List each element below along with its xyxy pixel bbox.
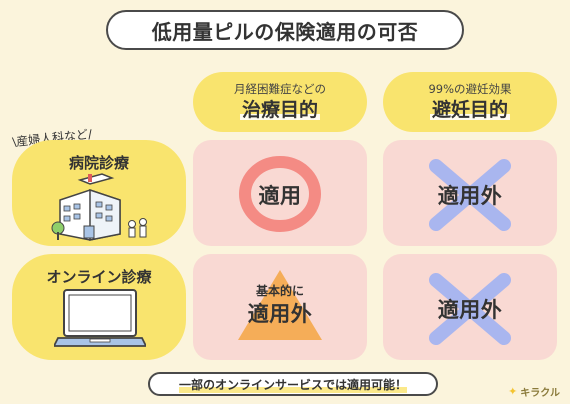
triangle-mark-icon [238,270,322,340]
star-icon: ✦ [508,385,518,398]
circle-mark-icon [239,156,321,232]
note-banner: 一部のオンラインサービスでは適用可能！ [148,372,438,396]
cross-mark-icon [429,159,511,231]
column-header-treatment: 月経困難症などの 治療目的 [193,72,367,132]
cell-hospital-treatment-text: 適用 [258,184,302,208]
column-header-contraception-main: 避妊目的 [431,99,508,121]
column-header-treatment-sub: 月経困難症などの [234,82,326,96]
page-title: 低用量ピルの保険適用の可否 [106,10,464,50]
row-header-online-label: オンライン診療 [46,268,152,286]
column-header-treatment-main: 治療目的 [241,99,318,121]
cell-online-treatment-text: 適用外 [247,302,313,326]
cross-mark-icon [429,273,511,345]
note-banner-text: 一部のオンラインサービスでは適用可能！ [178,377,407,392]
column-header-contraception-sub: 99%の避妊効果 [428,82,512,96]
row-header-hospital-label: 病院診療 [68,154,129,172]
column-header-contraception: 99%の避妊効果 避妊目的 [383,72,557,132]
cell-hospital-contraception-text: 適用外 [437,184,503,208]
hospital-building-icon [51,173,147,241]
page-title-text: 低用量ピルの保険適用の可否 [151,19,419,44]
brand-logo: ✦ キラクル [508,384,560,399]
cell-online-treatment-small: 基本的に [255,284,304,298]
laptop-icon [54,289,146,347]
brand-name: キラクル [520,388,560,399]
cell-online-contraception-text: 適用外 [437,298,503,322]
